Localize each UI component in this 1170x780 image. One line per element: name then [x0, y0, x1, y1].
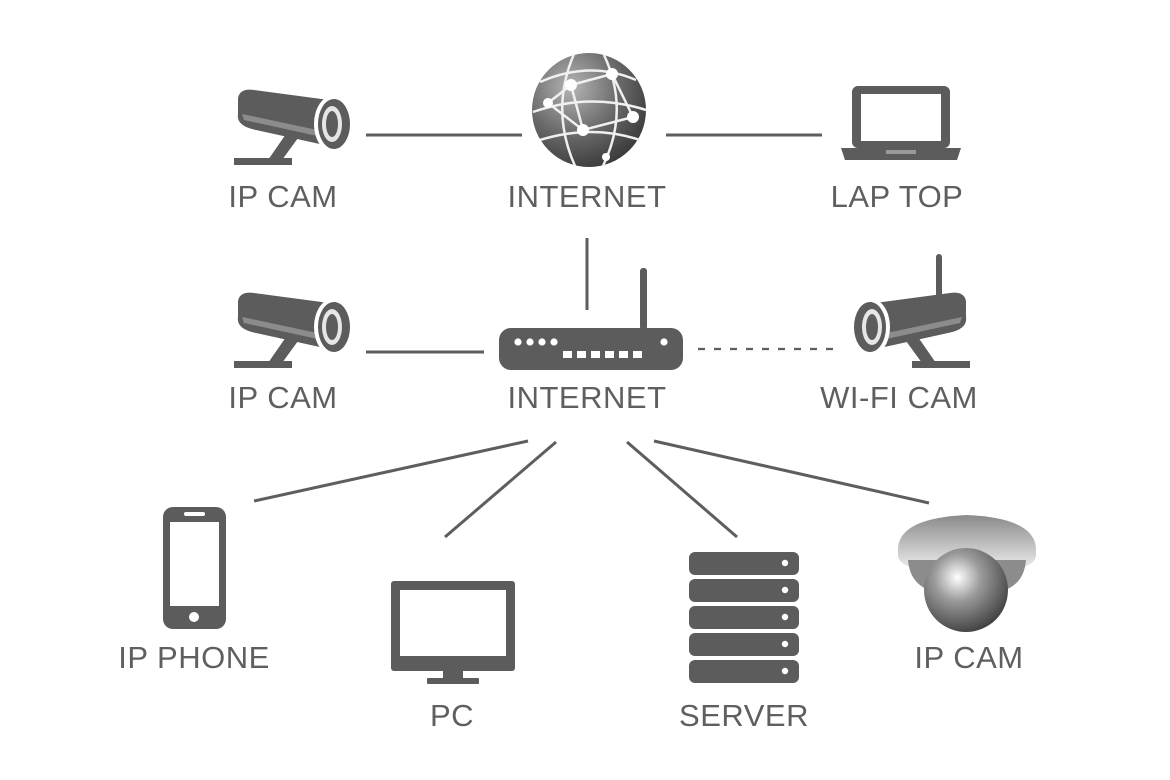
internet-label: INTERNET — [508, 179, 667, 214]
wifi-cam-label: WI-FI CAM — [820, 380, 978, 415]
ip-cam-top-label: IP CAM — [228, 179, 337, 214]
link-router-domecam — [653, 439, 930, 505]
wifi-camera-icon — [850, 254, 970, 368]
bullet-camera-icon — [234, 292, 354, 368]
server-node: SERVER — [679, 552, 809, 733]
pc-label: PC — [430, 698, 474, 733]
dome-cam-label: IP CAM — [914, 640, 1023, 675]
ip-phone-label: IP PHONE — [118, 640, 270, 675]
laptop-icon — [841, 86, 961, 160]
server-label: SERVER — [679, 698, 809, 733]
server-icon — [689, 552, 799, 683]
laptop-label: LAP TOP — [831, 179, 964, 214]
link-router-pc — [444, 440, 557, 539]
wifi-cam-node: WI-FI CAM — [820, 254, 978, 415]
ip-cam-top-node: IP CAM — [228, 89, 354, 214]
laptop-node: LAP TOP — [831, 86, 964, 214]
link-router-phone — [253, 439, 529, 503]
link-router-server — [626, 440, 738, 539]
internet-node: INTERNET — [508, 53, 667, 214]
dome-camera-icon — [898, 515, 1036, 632]
ip-cam-mid-node: IP CAM — [228, 292, 354, 415]
router-icon — [499, 268, 683, 370]
ip-cam-mid-label: IP CAM — [228, 380, 337, 415]
bullet-camera-icon — [234, 89, 354, 165]
router-node: INTERNET — [499, 268, 683, 415]
globe-icon — [532, 53, 647, 167]
router-label: INTERNET — [508, 380, 667, 415]
connections — [253, 133, 930, 539]
dome-cam-node: IP CAM — [898, 515, 1036, 675]
smartphone-icon — [163, 507, 226, 629]
monitor-icon — [391, 581, 515, 684]
ip-phone-node: IP PHONE — [118, 507, 270, 675]
pc-node: PC — [391, 581, 515, 733]
